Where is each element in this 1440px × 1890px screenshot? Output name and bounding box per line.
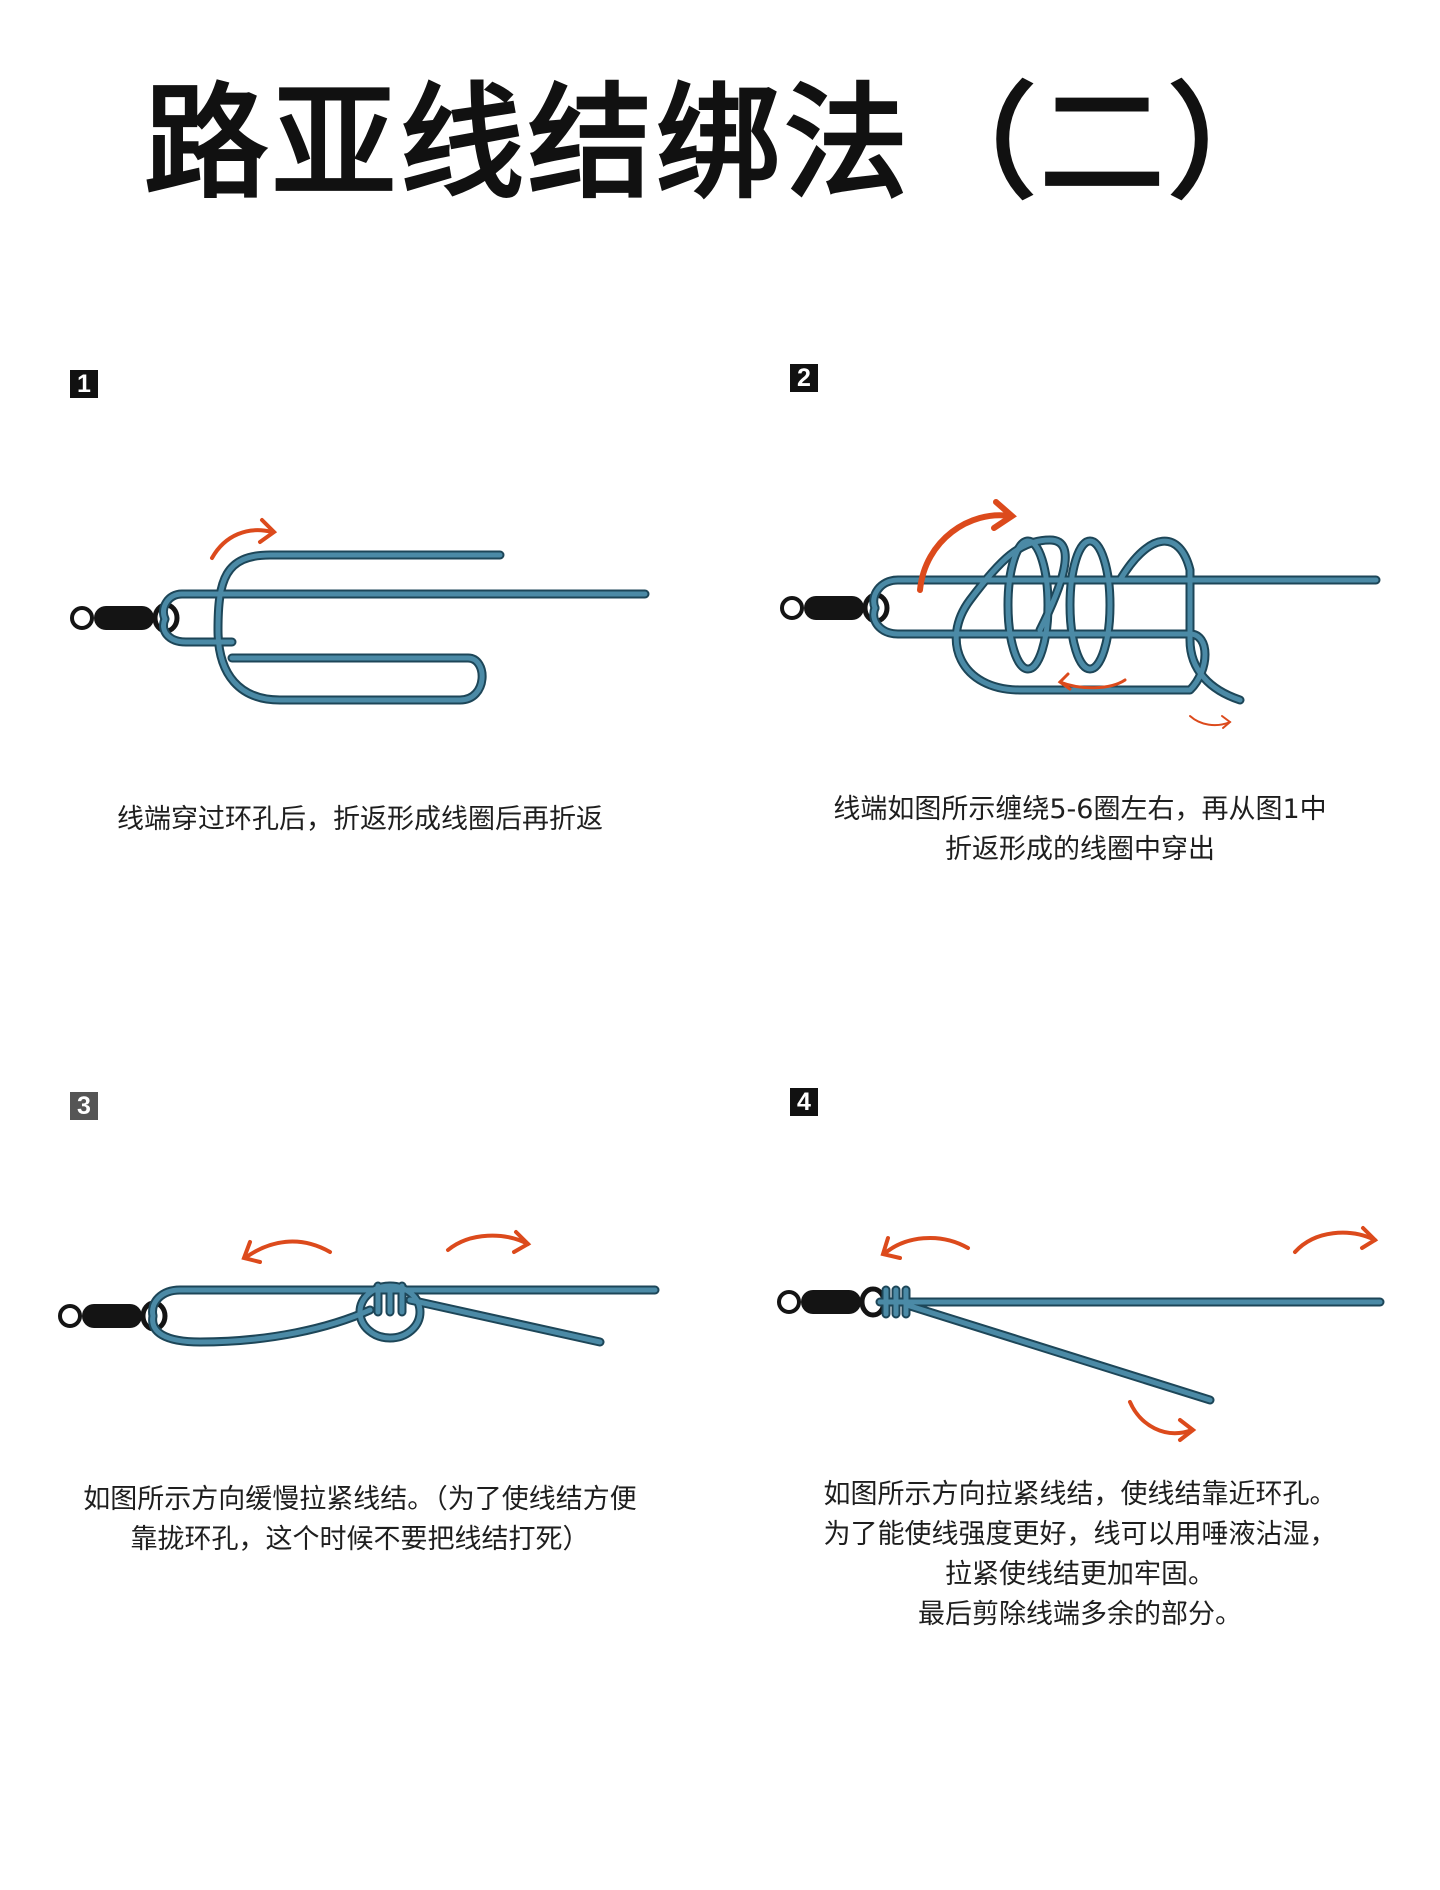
arrow-icon	[241, 1230, 532, 1264]
step-caption: 线端穿过环孔后，折返形成线圈后再折返	[117, 804, 603, 835]
step-number-badge: 3	[70, 1092, 98, 1120]
step-caption: 线端如图所示缠绕5-6圈左右，再从图1中 折返形成的线圈中穿出	[833, 794, 1327, 865]
step-4: 4 如图所示方向拉紧线结，使线结靠	[720, 1080, 1440, 1840]
fishing-line	[148, 1281, 660, 1347]
arrow-icon	[917, 499, 1232, 729]
step-2: 2	[720, 340, 1440, 1100]
step-number-badge: 4	[790, 1088, 818, 1116]
step-caption: 如图所示方向拉紧线结，使线结靠近环孔。 为了能使线强度更好，线可以用唾液沾湿， …	[823, 1479, 1337, 1630]
step-number-badge: 1	[70, 370, 98, 398]
step-number-badge: 2	[790, 364, 818, 392]
fishing-line	[875, 1285, 1385, 1405]
step-1: 1 线端穿过环孔后，折返形成线圈后再折返	[0, 340, 720, 1100]
fishing-line	[159, 550, 650, 705]
step-2-diagram	[780, 499, 1381, 729]
page-title: 路亚线结绑法（二）	[143, 72, 1296, 216]
arrow-icon	[880, 1226, 1379, 1442]
swivel-icon	[777, 1286, 887, 1318]
arrow-icon	[210, 518, 278, 560]
step-4-diagram	[777, 1226, 1385, 1442]
step-3: 3	[0, 1080, 720, 1840]
step-1-diagram	[70, 518, 650, 705]
step-3-diagram	[58, 1230, 660, 1347]
step-caption: 如图所示方向缓慢拉紧线结。（为了使线结方便 靠拢环孔，这个时候不要把线结打死）	[83, 1484, 637, 1555]
swivel-icon	[58, 1300, 168, 1332]
fishing-line	[869, 535, 1381, 705]
